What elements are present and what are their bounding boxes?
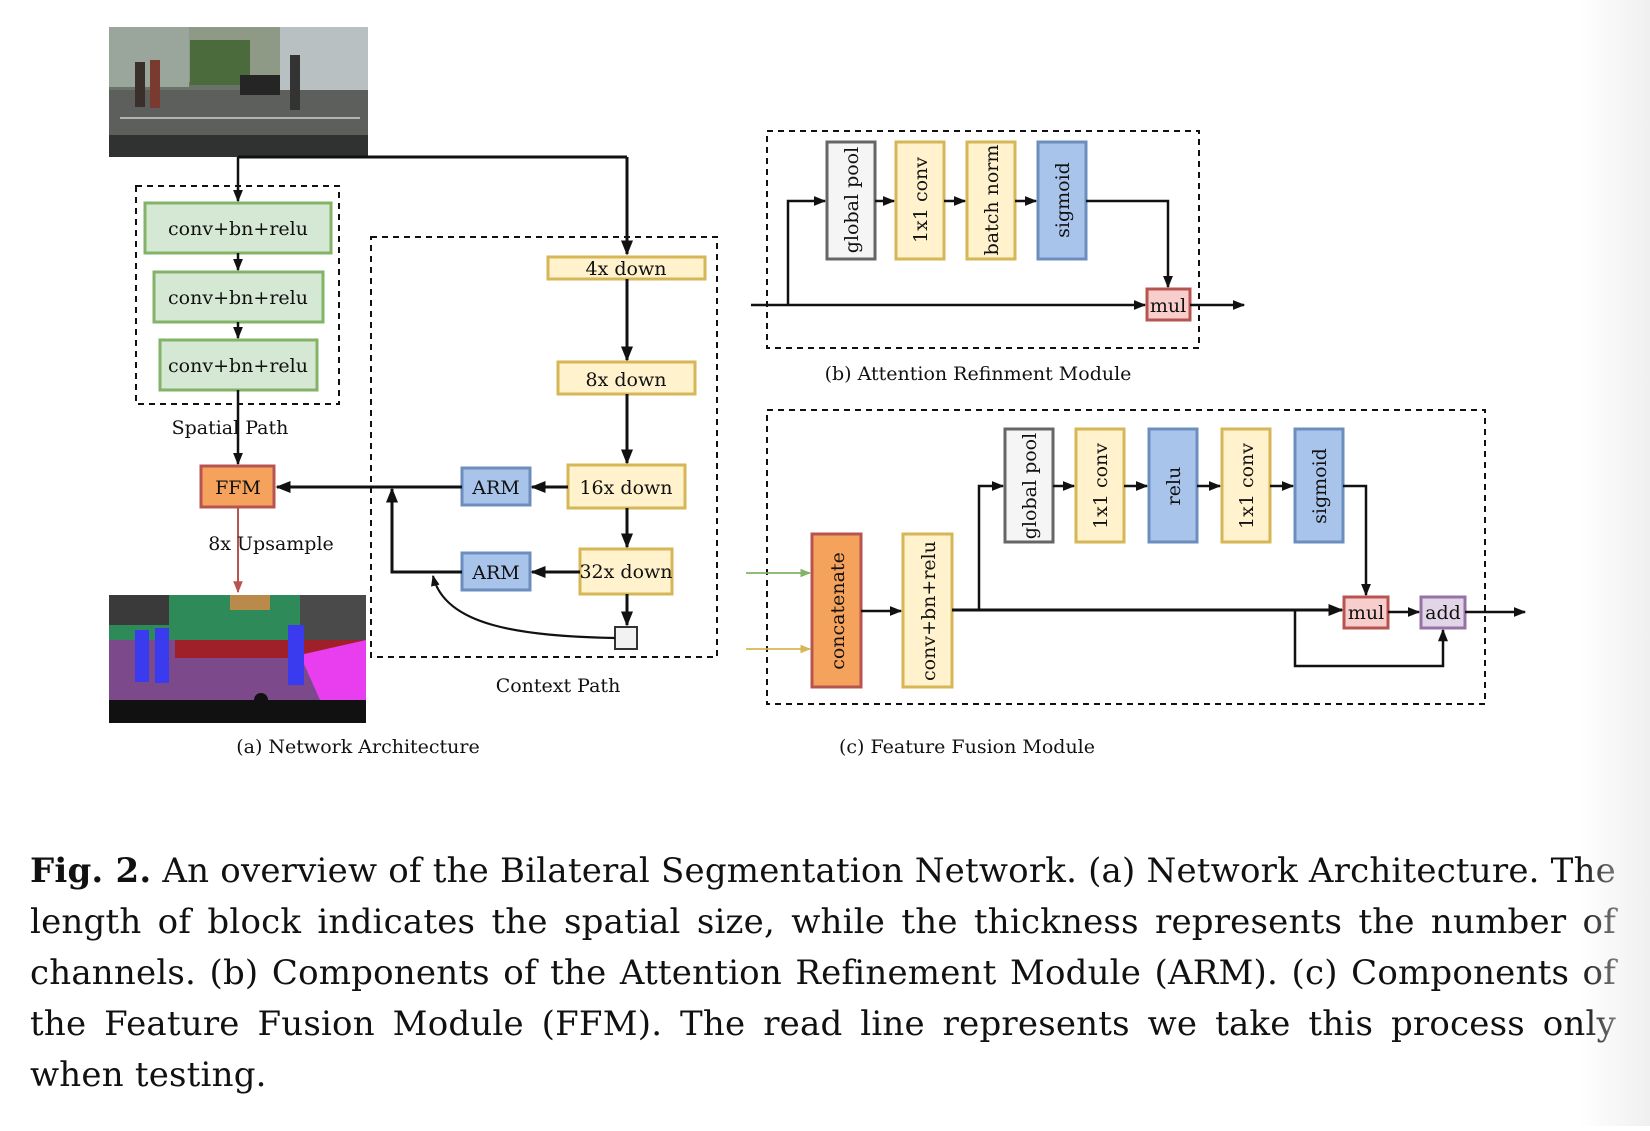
spatial-block-1: conv+bn+relu xyxy=(143,201,333,255)
arm-block-1-label: ARM xyxy=(471,477,519,499)
context-block-32x: 32x down xyxy=(578,547,674,596)
spatial-block-1-label: conv+bn+relu xyxy=(168,218,308,240)
context-block-32x-label: 32x down xyxy=(579,561,672,583)
context-path-arrows xyxy=(275,279,633,640)
figure-caption: Fig. 2. An overview of the Bilateral Seg… xyxy=(30,846,1616,1101)
arm-batch-norm: batch norm xyxy=(965,140,1017,261)
caption-b: (b) Attention Refinment Module xyxy=(825,363,1132,385)
context-block-4x: 4x down xyxy=(546,255,707,281)
ffm-sigmoid-label: sigmoid xyxy=(1309,448,1331,524)
ffm-sigmoid: sigmoid xyxy=(1293,427,1345,544)
arm-block-2: ARM xyxy=(460,551,532,592)
arm-block-1: ARM xyxy=(460,466,532,507)
ffm-global-pool-label: global pool xyxy=(1019,433,1041,539)
arm-conv-label: 1x1 conv xyxy=(910,157,932,243)
context-block-4x-label: 4x down xyxy=(586,258,667,280)
ffm-conv-bn-relu: conv+bn+relu xyxy=(901,532,954,689)
arm-module-arrows xyxy=(751,196,1246,310)
ffm-block: FFM xyxy=(199,464,276,509)
ffm-module-frame xyxy=(766,409,1486,705)
context-path-frame xyxy=(370,236,718,658)
caption-a: (a) Network Architecture xyxy=(236,736,480,758)
context-block-16x: 16x down xyxy=(566,463,687,510)
spatial-block-2-label: conv+bn+relu xyxy=(168,287,308,309)
upsample-label: 8x Upsample xyxy=(208,533,334,555)
ffm-conv-1: 1x1 conv xyxy=(1074,427,1126,544)
ffm-mul-label: mul xyxy=(1348,602,1384,624)
figure-label: Fig. 2. xyxy=(30,851,152,891)
ffm-conv-2: 1x1 conv xyxy=(1220,427,1272,544)
context-block-16x-label: 16x down xyxy=(579,477,672,499)
ffm-conv-2-label: 1x1 conv xyxy=(1236,443,1258,529)
arm-sigmoid-label: sigmoid xyxy=(1052,162,1074,238)
figure-caption-text: An overview of the Bilateral Segmentatio… xyxy=(30,851,1616,1095)
output-segmentation-map xyxy=(109,595,366,723)
spatial-path-label: Spatial Path xyxy=(172,417,289,439)
arm-module-frame xyxy=(766,130,1200,349)
context-path-label: Context Path xyxy=(496,675,621,697)
ffm-add: add xyxy=(1419,595,1467,630)
ffm-block-label: FFM xyxy=(215,477,261,499)
arm-sigmoid: sigmoid xyxy=(1036,140,1088,261)
spatial-block-2: conv+bn+relu xyxy=(152,270,325,324)
arm-global-pool-label: global pool xyxy=(841,147,863,253)
arm-batch-norm-label: batch norm xyxy=(981,145,1003,256)
spatial-block-3-label: conv+bn+relu xyxy=(168,355,308,377)
context-block-8x-label: 8x down xyxy=(586,369,667,391)
spatial-block-3: conv+bn+relu xyxy=(158,338,319,392)
ffm-concatenate-label: concatenate xyxy=(827,552,849,670)
ffm-mul: mul xyxy=(1342,595,1390,630)
arm-mul: mul xyxy=(1145,287,1192,322)
input-image xyxy=(109,27,368,157)
ffm-global-pool: global pool xyxy=(1003,427,1055,544)
arm-mul-label: mul xyxy=(1150,295,1186,317)
ffm-concatenate: concatenate xyxy=(810,532,863,689)
ffm-relu-label: relu xyxy=(1163,467,1185,506)
context-block-8x: 8x down xyxy=(556,360,697,396)
global-pool-node xyxy=(614,626,638,650)
ffm-add-label: add xyxy=(1425,602,1461,624)
arm-conv: 1x1 conv xyxy=(894,140,946,261)
ffm-conv-bn-relu-label: conv+bn+relu xyxy=(918,541,940,681)
ffm-relu: relu xyxy=(1147,427,1199,544)
page-edge-shadow xyxy=(1580,0,1650,1126)
arm-block-2-label: ARM xyxy=(471,562,519,584)
ffm-conv-1-label: 1x1 conv xyxy=(1090,443,1112,529)
caption-c: (c) Feature Fusion Module xyxy=(839,736,1095,758)
ffm-module-arrows xyxy=(746,481,1527,668)
arm-global-pool: global pool xyxy=(825,140,877,261)
